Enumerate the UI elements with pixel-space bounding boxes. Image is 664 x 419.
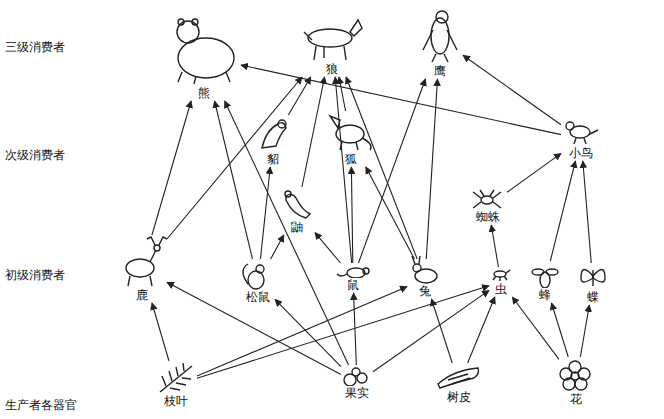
- flower-figure: [560, 361, 590, 390]
- organism-node: 蝶: [578, 264, 608, 304]
- feeding-arrow: [366, 167, 415, 259]
- organism-node: 鼠: [336, 264, 370, 292]
- organism-node: 鹰: [418, 0, 462, 78]
- organism-name: 蝶: [586, 290, 600, 304]
- organism-name: 貂: [266, 152, 280, 166]
- feeding-arrow: [271, 235, 284, 259]
- feeding-arrow: [354, 293, 357, 365]
- organism-name: 狐: [344, 152, 358, 166]
- trophic-level-label: 三级消费者: [4, 40, 66, 54]
- deer-figure: [126, 237, 167, 286]
- butterfly-figure: [581, 269, 605, 286]
- insect-figure: [493, 270, 510, 281]
- feeding-arrow: [152, 303, 169, 361]
- organism-node: 鼬: [280, 188, 314, 234]
- organism-name: 松鼠: [245, 290, 271, 304]
- hawk-figure: [423, 11, 457, 62]
- organism-node: 小鸟: [562, 118, 600, 160]
- feeding-arrow: [335, 77, 351, 263]
- feeding-arrow: [358, 79, 425, 263]
- feeding-arrow: [215, 101, 253, 259]
- organism-node: 熊: [168, 14, 240, 100]
- organism-node: 虫: [490, 268, 512, 296]
- organism-name: 狼: [325, 62, 339, 76]
- feeding-arrow: [431, 299, 452, 363]
- feeding-arrow: [339, 77, 346, 111]
- organism-name: 鼠: [346, 278, 360, 292]
- feeding-arrow: [241, 65, 561, 135]
- organism-node: 鹿: [118, 236, 166, 302]
- organism-name: 枝叶: [163, 394, 189, 408]
- bark-figure: [438, 368, 479, 388]
- feeding-arrow: [167, 77, 302, 239]
- organism-name: 熊: [197, 86, 211, 100]
- feeding-arrow: [491, 225, 498, 267]
- weasel-figure: [285, 191, 310, 218]
- trophic-level-label: 次级消费者: [4, 148, 66, 162]
- feeding-arrow: [152, 101, 191, 235]
- twig-figure: [160, 363, 192, 392]
- organism-node: 树皮: [436, 364, 482, 404]
- trophic-level-label: 初级消费者: [4, 268, 66, 282]
- feeding-arrow: [552, 303, 569, 357]
- wolf-figure: [304, 20, 362, 60]
- feeding-arrow: [225, 101, 349, 365]
- organism-name: 鹿: [135, 288, 149, 302]
- organism-node: 狼: [300, 6, 364, 76]
- feeding-arrow: [507, 153, 561, 192]
- feeding-arrow: [260, 167, 270, 259]
- organism-node: 兔: [408, 260, 442, 298]
- organism-name: 蜂: [538, 288, 552, 302]
- feeding-arrow: [167, 282, 341, 374]
- feeding-arrow: [315, 233, 340, 263]
- organism-name: 小鸟: [568, 146, 594, 160]
- feeding-arrow: [550, 161, 575, 261]
- feeding-arrow: [583, 161, 591, 263]
- spider-figure: [473, 190, 501, 208]
- feeding-arrow: [373, 290, 489, 371]
- organism-name: 虫: [494, 282, 508, 296]
- rabbit-figure: [412, 256, 437, 283]
- feeding-arrow: [288, 77, 310, 115]
- organism-name: 鼬: [290, 220, 304, 234]
- organism-name: 树皮: [446, 390, 472, 404]
- organism-node: 枝叶: [156, 362, 196, 408]
- marten-figure: [262, 120, 286, 148]
- bear-figure: [177, 19, 234, 84]
- mouse-figure: [337, 268, 369, 278]
- feeding-arrow: [580, 305, 589, 357]
- organism-node: 松鼠: [242, 260, 274, 304]
- bee-figure: [532, 269, 558, 288]
- organism-name: 鹰: [433, 64, 447, 78]
- organism-node: 狐: [328, 112, 374, 166]
- bird-figure: [566, 122, 598, 144]
- fox-figure: [330, 116, 371, 150]
- feeding-arrow: [197, 287, 407, 376]
- feeding-arrow: [463, 55, 561, 125]
- organism-node: 花: [560, 358, 592, 406]
- feeding-arrow: [346, 77, 417, 259]
- organism-name: 花: [569, 392, 583, 406]
- feeding-arrow: [468, 297, 495, 363]
- organism-name: 蜘蛛: [475, 210, 501, 224]
- feeding-arrow: [302, 77, 325, 187]
- organism-name: 果实: [344, 386, 370, 400]
- organism-node: 貂: [256, 116, 290, 166]
- organism-node: 蜂: [532, 262, 558, 302]
- trophic-level-label: 生产者各器官: [4, 398, 78, 412]
- feeding-arrow: [275, 299, 341, 366]
- squirrel-figure: [243, 264, 264, 289]
- feeding-arrow: [197, 286, 489, 379]
- fruit-figure: [344, 368, 367, 386]
- organism-node: 果实: [342, 366, 372, 400]
- feeding-arrow: [351, 167, 352, 263]
- organism-node: 蜘蛛: [470, 188, 506, 224]
- organism-name: 兔: [418, 284, 432, 298]
